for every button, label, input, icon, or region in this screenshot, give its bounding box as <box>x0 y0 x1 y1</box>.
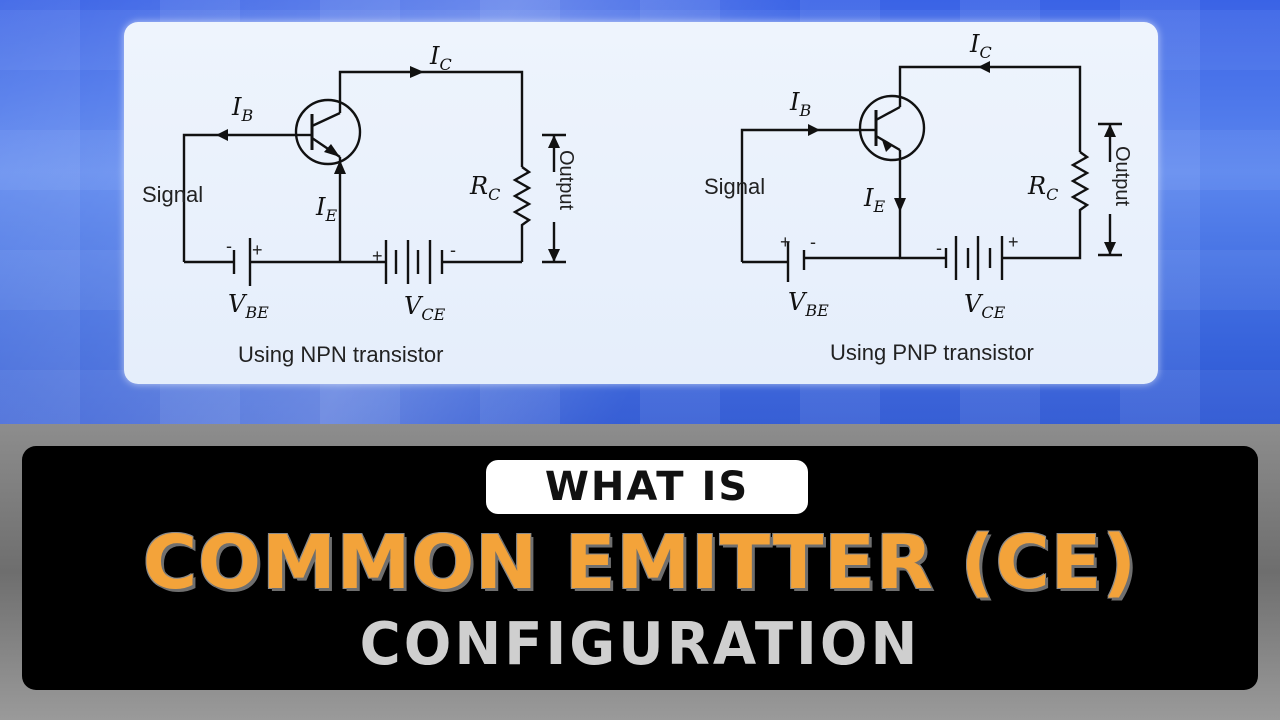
npn-vce-label: VCE <box>404 292 446 324</box>
npn-signal-label: Signal <box>142 182 203 207</box>
pnp-vce-minus: - <box>936 238 942 258</box>
npn-circuit <box>182 70 566 286</box>
npn-vce-minus: - <box>450 240 456 260</box>
current-arrows <box>216 61 1116 262</box>
npn-ic-label: IC <box>429 42 452 74</box>
npn-ie-arrow <box>334 160 346 174</box>
npn-rc-label: RC <box>469 172 500 204</box>
npn-ie-label: IE <box>315 193 337 225</box>
npn-output-label: Output <box>555 150 577 210</box>
pnp-ie-arrow <box>894 198 906 212</box>
pnp-ib-arrow <box>808 124 820 136</box>
pnp-vce-plus: + <box>1008 232 1019 252</box>
npn-output-arrow-down <box>548 249 560 262</box>
pnp-ic-arrow <box>978 61 990 73</box>
pnp-output-arrow-down <box>1104 242 1116 255</box>
pnp-ie-label: IE <box>863 184 885 216</box>
pnp-output-label: Output <box>1111 146 1133 206</box>
npn-vbe-minus: - <box>226 236 232 256</box>
npn-ib-label: IB <box>231 93 253 125</box>
npn-output-arrow-up <box>548 135 560 148</box>
pnp-caption: Using PNP transistor <box>830 340 1034 365</box>
npn-caption: Using NPN transistor <box>238 342 443 367</box>
npn-ib-arrow <box>216 129 228 141</box>
pnp-vbe-plus: + <box>780 232 791 252</box>
main-title: COMMON EMITTER (CE) <box>142 520 1138 606</box>
npn-emitter-arrow <box>324 144 340 157</box>
circuit-diagram-card: IB IC IE RC VBE VCE Signal Using NPN tra… <box>124 22 1158 384</box>
what-is-label: WHAT IS <box>486 460 808 514</box>
pnp-signal-label: Signal <box>704 174 765 199</box>
circuit-diagrams: IB IC IE RC VBE VCE Signal Using NPN tra… <box>142 30 1133 367</box>
pnp-vce-label: VCE <box>964 290 1006 322</box>
pnp-rc-label: RC <box>1027 172 1058 204</box>
pnp-ib-label: IB <box>789 88 811 120</box>
npn-vbe-plus: + <box>252 240 263 260</box>
pnp-emitter-arrow <box>882 140 892 152</box>
subtitle: CONFIGURATION <box>359 610 921 679</box>
npn-ic-arrow <box>410 66 424 78</box>
pnp-vbe-label: VBE <box>788 288 829 320</box>
pnp-circuit <box>740 65 1122 282</box>
pnp-ic-label: IC <box>969 30 992 62</box>
npn-vce-plus: + <box>372 246 383 266</box>
pnp-output-arrow-up <box>1104 124 1116 137</box>
pnp-vbe-minus: - <box>810 232 816 252</box>
npn-vbe-label: VBE <box>228 290 269 322</box>
